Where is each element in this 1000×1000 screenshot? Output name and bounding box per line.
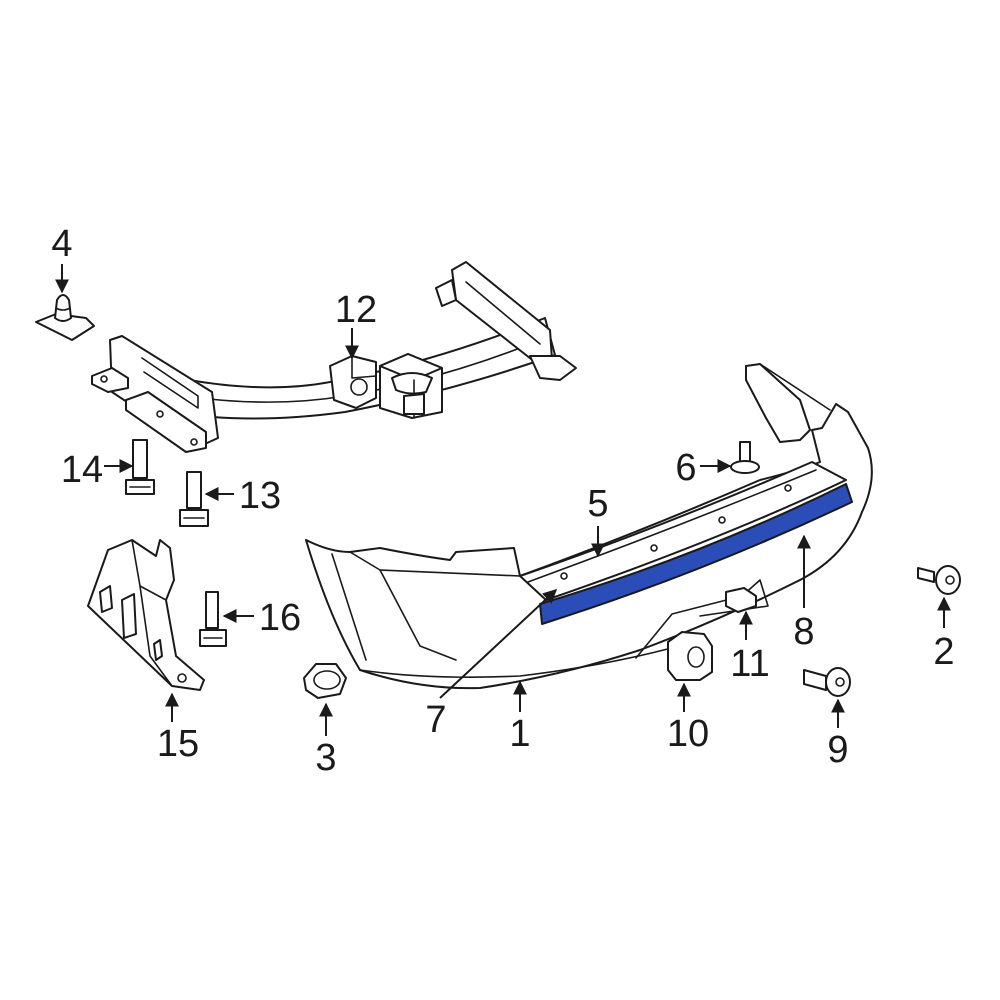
leader-7: [439, 589, 558, 699]
step-pad: [519, 461, 847, 601]
callout-1: 1: [509, 713, 530, 755]
callout-13: 13: [239, 475, 281, 517]
bumper-cover: [305, 363, 873, 690]
stud-6: [730, 441, 760, 474]
callout-10: 10: [667, 713, 709, 755]
bolt-13: [179, 471, 209, 527]
callout-16: 16: [259, 597, 301, 639]
callout-7: 7: [425, 699, 446, 741]
clip-nut-10: [667, 631, 713, 681]
callout-9: 9: [827, 729, 848, 771]
leader-lines: [55, 264, 951, 736]
push-pin-clip: [35, 294, 95, 341]
callout-2: 2: [933, 631, 954, 673]
callout-14: 14: [61, 449, 103, 491]
callout-5: 5: [587, 483, 608, 525]
callout-8: 8: [793, 611, 814, 653]
mounting-bracket: [87, 539, 205, 691]
flange-nut-3: [303, 663, 347, 699]
bolt-16: [199, 591, 227, 647]
bracket-clip-11: [725, 587, 757, 613]
trailer-hitch-receiver: [91, 261, 577, 453]
callout-3: 3: [315, 737, 336, 779]
step-pad-trim-highlight: [539, 483, 853, 625]
callout-labels: 4 12 14 13 16 15 3 6 5 7 1 8 11 10 9 2: [51, 223, 954, 779]
callout-6: 6: [675, 447, 696, 489]
callout-12: 12: [335, 289, 377, 331]
callout-15: 15: [157, 723, 199, 765]
callout-11: 11: [730, 643, 769, 685]
callout-4: 4: [51, 223, 72, 265]
push-rivet-2: [917, 565, 961, 595]
push-pin-9: [803, 667, 851, 697]
